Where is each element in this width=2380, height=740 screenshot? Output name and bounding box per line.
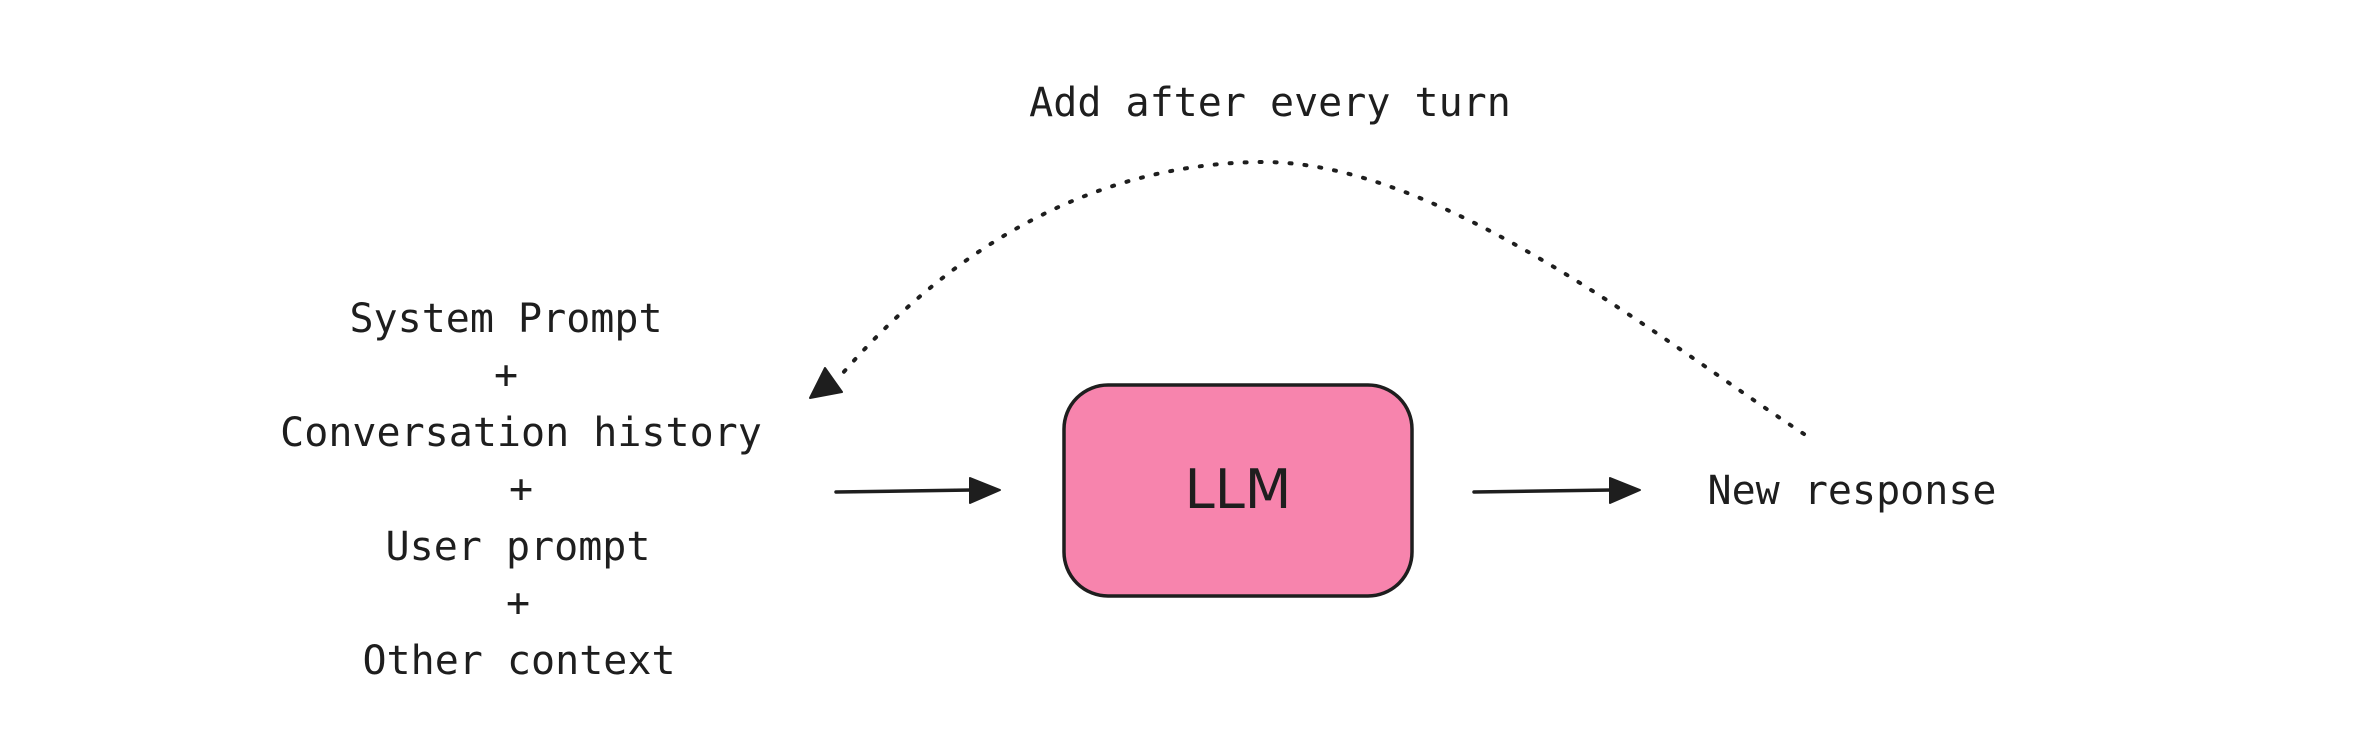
feedback-loop-arrowhead [809,367,843,399]
llm-box: LLM [1062,383,1414,598]
arrow-inputs-to-llm-shaft [834,488,974,494]
input-plus-1: + [494,352,518,398]
input-user-prompt: User prompt [386,524,651,570]
arrow-llm-to-response [1472,477,1641,504]
arrow-llm-to-response-head [1609,477,1641,504]
input-plus-3: + [506,580,530,626]
input-conversation-history: Conversation history [280,410,762,456]
feedback-loop-curve [840,159,1806,436]
input-plus-2: + [509,466,533,512]
arrow-inputs-to-llm [834,477,1001,504]
arrow-inputs-to-llm-head [969,477,1001,504]
input-system-prompt: System Prompt [349,296,662,342]
input-stack: System Prompt + Conversation history + U… [280,296,762,684]
output-new-response: New response [1708,468,1997,514]
feedback-loop-arrow [809,159,1806,436]
arrow-llm-to-response-shaft [1472,488,1614,494]
input-other-context: Other context [362,638,675,684]
llm-box-label: LLM [1185,458,1292,521]
loop-label: Add after every turn [1029,80,1511,126]
llm-box-shape [1062,383,1414,598]
